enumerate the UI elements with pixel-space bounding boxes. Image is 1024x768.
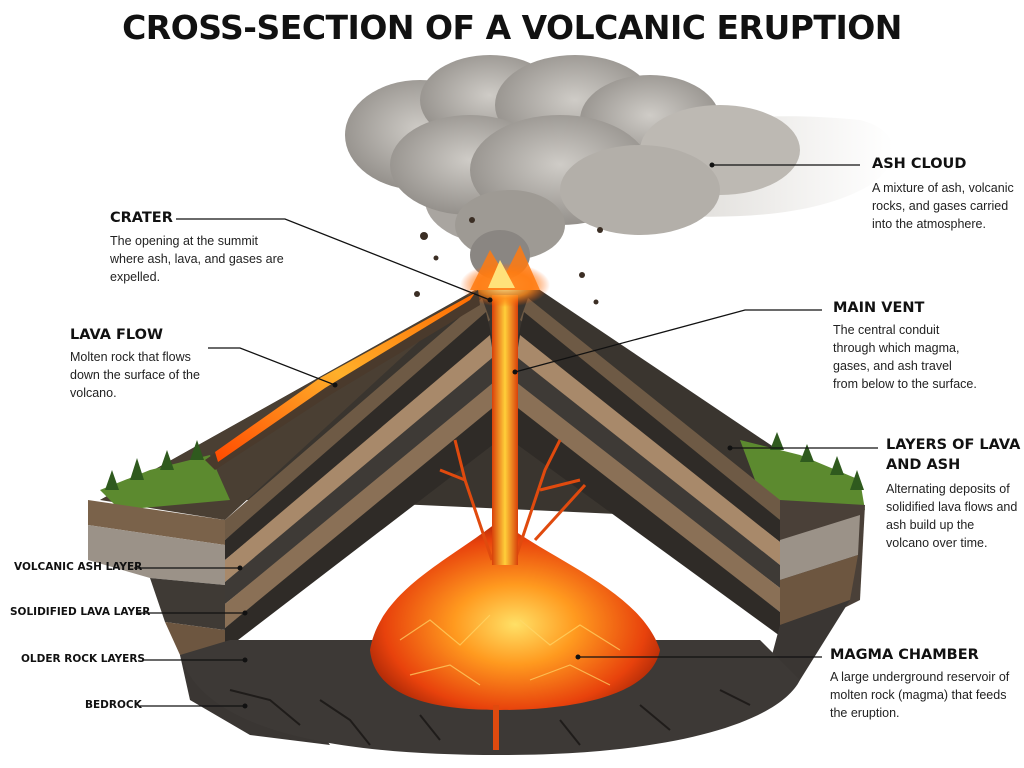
ejecta (414, 217, 603, 305)
trees (105, 432, 864, 490)
crater-heading: CRATER (110, 210, 173, 226)
main-vent-heading: MAIN VENT (833, 300, 925, 316)
lava-flow-heading: LAVA FLOW (70, 327, 163, 343)
magma-chamber-heading: MAGMA CHAMBER (830, 647, 979, 663)
lava-flow (205, 290, 480, 470)
crater-description: The opening at the summit where ash, lav… (110, 234, 284, 284)
magma-chamber-description: A large underground reservoir of molten … (830, 670, 1010, 720)
older-rock-layers-label: OLDER ROCK LAYERS (21, 653, 145, 665)
ash-cloud (345, 55, 894, 280)
leader-dots (237, 162, 733, 709)
page-title: CROSS-SECTION OF A VOLCANIC ERUPTION (122, 8, 902, 47)
ash-cloud-description: A mixture of ash, volcanic rocks, and ga… (872, 181, 1014, 231)
solidified-lava-layer-label: SOLIDIFIED LAVA LAYER (10, 606, 151, 618)
main-vent (492, 295, 518, 565)
main-vent-description: The central conduit through which magma,… (833, 323, 977, 391)
layers-heading-line2: AND ASH (886, 457, 961, 473)
volcanic-ash-layer-label: VOLCANIC ASH LAYER (14, 561, 143, 573)
layers-heading-line1: LAYERS OF LAVA (886, 437, 1021, 453)
bedrock-label: BEDROCK (85, 699, 142, 711)
layers-description: Alternating deposits of solidified lava … (886, 482, 1018, 550)
ash-cloud-heading: ASH CLOUD (872, 156, 967, 172)
magma-chamber (370, 439, 660, 750)
crater (460, 245, 550, 307)
leader-lines (134, 164, 878, 707)
lava-flow-description: Molten rock that flows down the surface … (70, 350, 200, 400)
